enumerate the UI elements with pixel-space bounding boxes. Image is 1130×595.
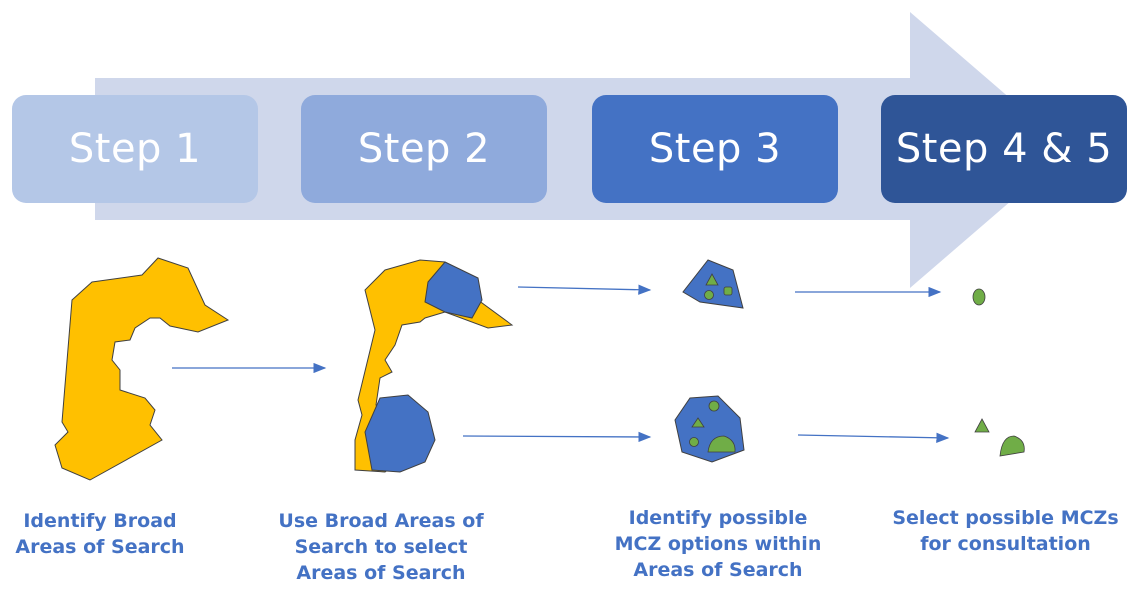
- mcz-option: [707, 435, 736, 453]
- step-1-label: Step 1: [68, 126, 202, 172]
- step-4-5-label: Step 4 & 5: [895, 126, 1113, 172]
- caption-step-4-5: Select possible MCZs for consultation: [892, 507, 1119, 555]
- selected-mcz-lower-large: [999, 435, 1025, 457]
- caption-step-2: Use Broad Areas of Search to select Area…: [278, 510, 484, 584]
- step-1-box: Step 1: [12, 95, 258, 203]
- step-4-5-box: Step 4 & 5: [881, 95, 1127, 203]
- area-of-search-shape-lower: [364, 394, 436, 473]
- step-2-label: Step 2: [357, 126, 491, 172]
- step-2-box: Step 2: [301, 95, 547, 203]
- mcz-option: [689, 437, 699, 447]
- mcz-option: [723, 286, 733, 296]
- broad-area-of-search-shape: [54, 257, 230, 481]
- mcz-option: [704, 290, 714, 300]
- mcz-option: [691, 417, 705, 428]
- selected-mcz-upper: [972, 288, 986, 306]
- step-3-label: Step 3: [648, 126, 782, 172]
- connector-arrow-2-3-upper: [517, 284, 652, 295]
- mcz-option: [705, 273, 719, 286]
- connector-arrow-3-4-lower: [797, 432, 950, 443]
- caption-step-1: Identify Broad Areas of Search: [15, 510, 185, 558]
- selected-mcz-lower-small: [974, 418, 990, 433]
- area-of-search-shape-upper: [424, 261, 483, 319]
- step-3-box: Step 3: [592, 95, 838, 203]
- connector-arrow-2-3-lower: [462, 431, 652, 443]
- caption-step-3: Identify possible MCZ options within Are…: [614, 507, 822, 581]
- mcz-option: [708, 400, 720, 412]
